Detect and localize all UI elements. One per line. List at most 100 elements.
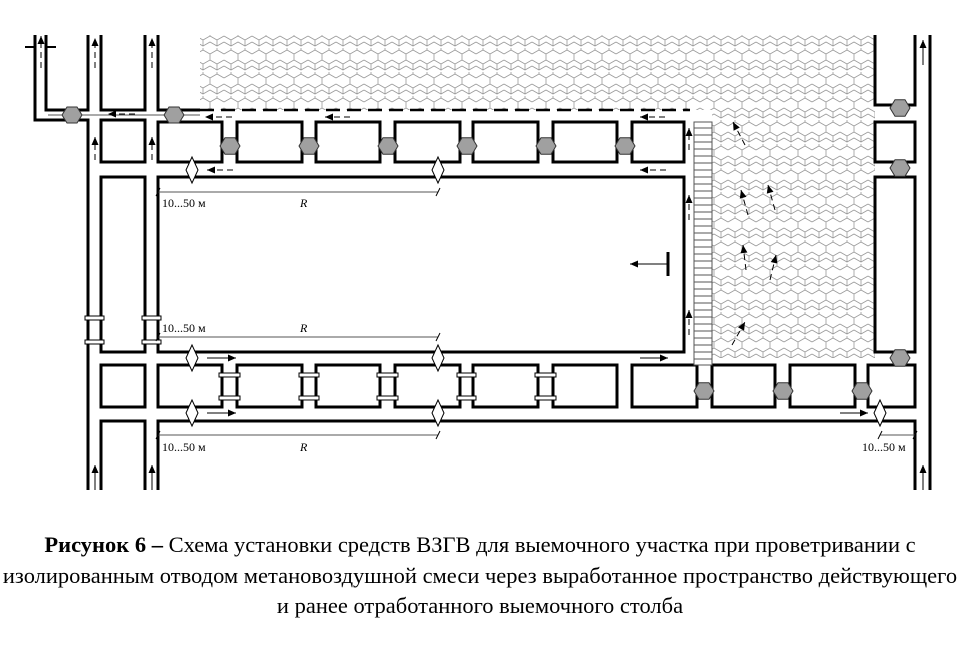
gas-sensor-icon xyxy=(431,155,445,185)
airflow-arrow-head-icon xyxy=(919,465,927,473)
coal-pillar xyxy=(551,120,619,164)
left-shaft-wall xyxy=(156,35,200,112)
gas-sensor-icon xyxy=(431,343,445,373)
ventilation-door-icon xyxy=(534,372,557,378)
airflow-arrow-head-icon xyxy=(37,36,45,44)
dimension-tick xyxy=(155,430,161,440)
coal-pillar xyxy=(551,363,619,409)
dimension-tick xyxy=(912,430,918,440)
coal-pillar xyxy=(156,363,224,409)
coal-pillar xyxy=(710,363,777,409)
airflow-arrow-head-icon xyxy=(207,166,215,174)
working-wall xyxy=(99,419,147,490)
coal-pillar xyxy=(630,363,699,409)
coal-pillar xyxy=(235,363,304,409)
airflow-arrow-head-icon xyxy=(685,310,693,318)
coal-pillar xyxy=(393,120,462,164)
figure-caption: Рисунок 6 – Схема установки средств ВЗГВ… xyxy=(0,530,960,622)
airflow-arrow-head-icon xyxy=(739,190,747,199)
airflow-arrow-head-icon xyxy=(148,137,156,145)
mine-workings xyxy=(25,35,932,490)
airflow-arrow-head-icon xyxy=(740,245,748,254)
coal-pillar xyxy=(235,120,304,164)
ventilation-stopping-icon xyxy=(163,106,185,124)
coal-pillar xyxy=(471,363,540,409)
coal-pillar xyxy=(99,118,147,164)
coal-pillar xyxy=(156,120,224,164)
ventilation-stopping-icon xyxy=(219,137,241,155)
ventilation-stopping-icon xyxy=(693,382,715,400)
ventilation-door-icon xyxy=(141,339,162,345)
coal-pillar xyxy=(314,120,382,164)
ventilation-door-icon xyxy=(218,372,241,378)
airflow-arrow-head-icon xyxy=(205,113,213,121)
ventilation-door-icon xyxy=(456,372,477,378)
dim-label-offset-2: 10...50 м xyxy=(162,321,206,335)
ventilation-door-icon xyxy=(376,372,399,378)
dim-label-offset-3: 10...50 м xyxy=(162,440,206,454)
airflow-arrow-head-icon xyxy=(919,40,927,48)
coal-pillar xyxy=(873,175,917,354)
gob-area-upper xyxy=(200,35,875,110)
dimension-tick xyxy=(435,332,441,342)
dimension-tick xyxy=(435,187,441,197)
ventilation-door-icon xyxy=(298,395,320,401)
airflow-arrow-head-icon xyxy=(860,409,868,417)
ventilation-stopping-icon xyxy=(772,382,794,400)
airflow-arrow-head-icon xyxy=(630,260,638,268)
dim-label-r-2: R xyxy=(299,321,308,335)
dimension-tick xyxy=(155,332,161,342)
coal-pillar xyxy=(866,363,917,409)
coal-pillar xyxy=(99,175,147,354)
ventilation-stopping-icon xyxy=(889,99,911,117)
airflow-arrow-head-icon xyxy=(148,465,156,473)
ventilation-door-icon xyxy=(456,395,477,401)
caption-text: Схема установки средств ВЗГВ для выемочн… xyxy=(2,532,958,618)
left-shaft-wall xyxy=(99,35,147,112)
ventilation-door-icon xyxy=(534,395,557,401)
ventilation-door-icon xyxy=(376,395,399,401)
dimension-tick xyxy=(435,430,441,440)
ventilation-stopping-icon xyxy=(889,159,911,177)
ventilation-stopping-icon xyxy=(456,137,478,155)
airflow-arrow-head-icon xyxy=(685,195,693,203)
ventilation-door-icon xyxy=(218,395,241,401)
gas-sensor-icon xyxy=(431,398,445,428)
ventilation-door-icon xyxy=(84,339,105,345)
airflow-arrow-head-icon xyxy=(738,322,745,331)
dimension-tick xyxy=(877,430,883,440)
airflow-arrow-head-icon xyxy=(766,185,774,194)
airflow-arrow-head-icon xyxy=(148,38,156,46)
airflow-arrow-head-icon xyxy=(228,354,236,362)
coal-pillar xyxy=(788,363,857,409)
ventilation-door-icon xyxy=(84,315,105,321)
ventilation-door-icon xyxy=(141,315,162,321)
dimension-tick xyxy=(155,187,161,197)
ventilation-door-icon xyxy=(298,372,320,378)
airflow-arrow-head-icon xyxy=(685,128,693,136)
bottom-airway-wall xyxy=(156,419,917,490)
ventilation-stopping-icon xyxy=(535,137,557,155)
airflow-arrow-head-icon xyxy=(91,38,99,46)
coal-pillar xyxy=(99,363,147,409)
coal-pillar xyxy=(393,363,462,409)
gas-sensor-icon xyxy=(185,398,199,428)
ventilation-stopping-icon xyxy=(377,137,399,155)
gas-sensor-icon xyxy=(873,398,887,428)
dim-label-offset-4: 10...50 м xyxy=(862,440,906,454)
airflow-arrow-head-icon xyxy=(91,137,99,145)
airflow-arrow-head-icon xyxy=(325,113,333,121)
dim-label-r-3: R xyxy=(299,440,308,454)
airflow-arrow-head-icon xyxy=(770,255,778,264)
longwall-face-support xyxy=(693,121,713,366)
coal-pillar xyxy=(873,120,917,164)
gas-sensor-icon xyxy=(185,155,199,185)
ventilation-stopping-icon xyxy=(61,106,83,124)
coal-pillar xyxy=(630,120,686,164)
airflow-arrow-head-icon xyxy=(640,113,648,121)
gas-sensor-icon xyxy=(185,343,199,373)
airflow-arrow-head-icon xyxy=(91,465,99,473)
ventilation-stopping-icon xyxy=(298,137,320,155)
